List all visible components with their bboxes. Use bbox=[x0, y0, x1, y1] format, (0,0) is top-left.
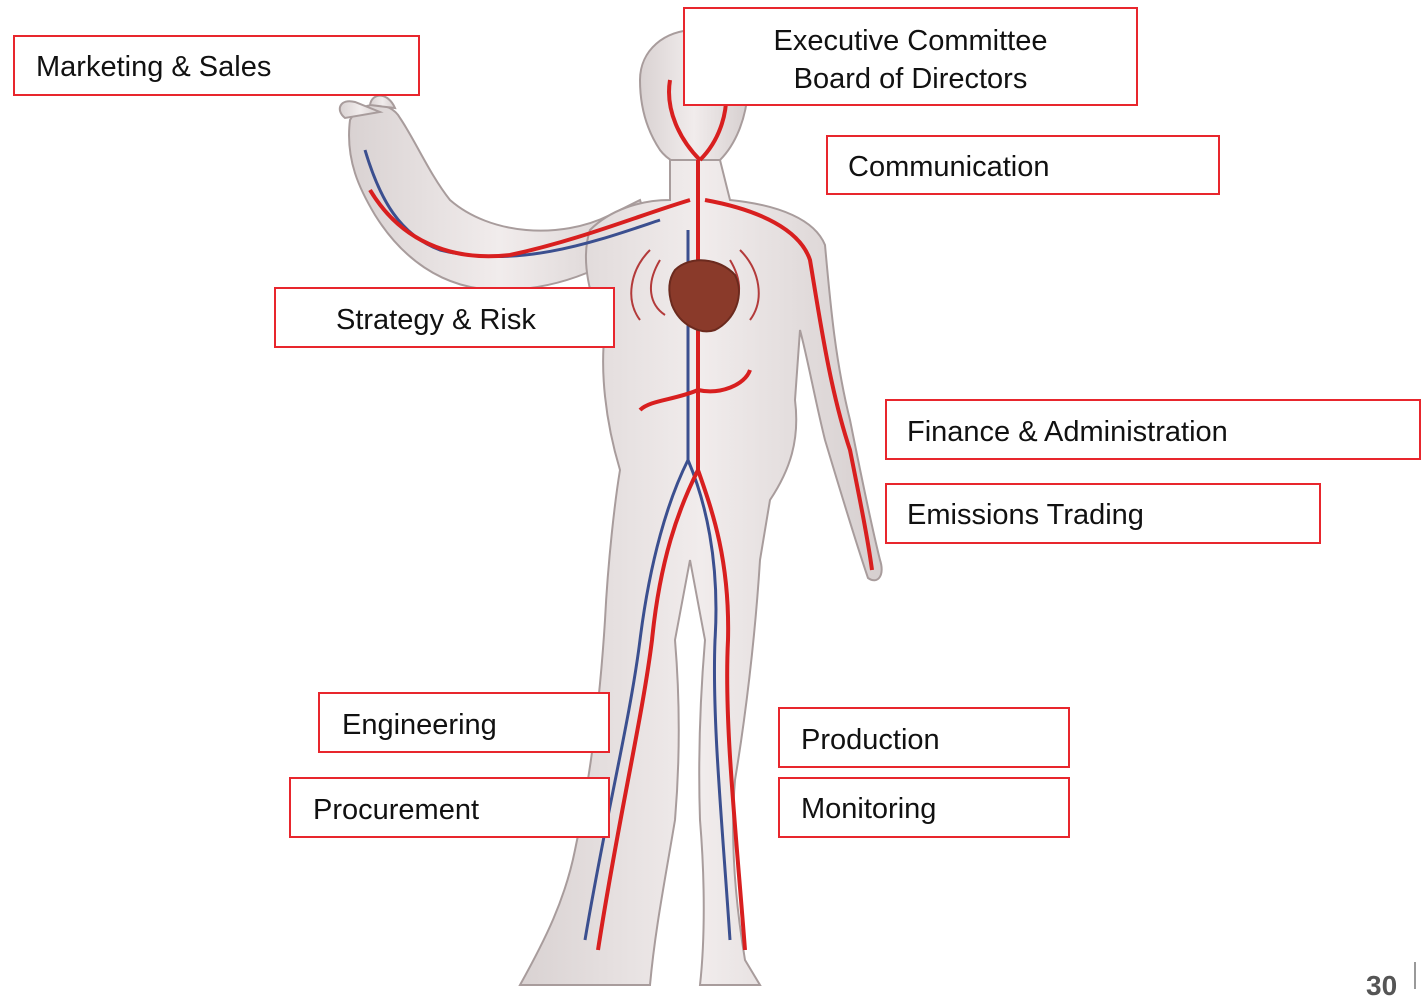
engineering-label: Engineering bbox=[342, 706, 497, 744]
finance-administration-label: Finance & Administration bbox=[907, 413, 1228, 451]
page-number: 30 bbox=[1366, 970, 1397, 1002]
finance-administration-box: Finance & Administration bbox=[885, 399, 1421, 460]
marketing-sales-box: Marketing & Sales bbox=[13, 35, 420, 96]
board-of-directors-label: Board of Directors bbox=[685, 60, 1136, 98]
executive-committee-label: Executive Committee bbox=[685, 22, 1136, 60]
emissions-trading-box: Emissions Trading bbox=[885, 483, 1321, 544]
strategy-risk-label: Strategy & Risk bbox=[336, 301, 536, 339]
marketing-sales-label: Marketing & Sales bbox=[36, 48, 271, 86]
executive-committee-box: Executive Committee Board of Directors bbox=[683, 7, 1138, 106]
production-box: Production bbox=[778, 707, 1070, 768]
procurement-label: Procurement bbox=[313, 791, 479, 829]
procurement-box: Procurement bbox=[289, 777, 610, 838]
strategy-risk-box: Strategy & Risk bbox=[274, 287, 615, 348]
monitoring-box: Monitoring bbox=[778, 777, 1070, 838]
communication-box: Communication bbox=[826, 135, 1220, 195]
production-label: Production bbox=[801, 721, 940, 759]
page-number-divider bbox=[1414, 962, 1416, 989]
body-silhouette bbox=[340, 30, 882, 985]
communication-label: Communication bbox=[848, 148, 1049, 186]
monitoring-label: Monitoring bbox=[801, 790, 936, 828]
emissions-trading-label: Emissions Trading bbox=[907, 496, 1144, 534]
engineering-box: Engineering bbox=[318, 692, 610, 753]
